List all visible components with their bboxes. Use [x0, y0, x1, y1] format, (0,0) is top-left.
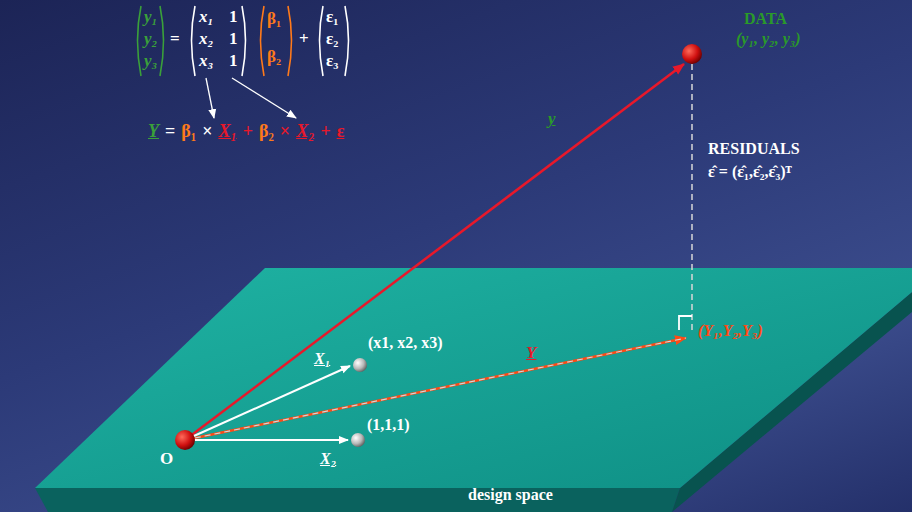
origin-point	[175, 430, 195, 450]
times-sign: ×	[280, 122, 290, 142]
plane-label: design space	[468, 486, 553, 504]
origin-label: O	[160, 450, 173, 469]
coefficient: β₂	[259, 122, 274, 142]
data-title: DATA	[744, 10, 787, 28]
coefficient: β₁	[181, 122, 196, 142]
matrix-entry: x₁	[199, 8, 213, 27]
x2-point	[351, 433, 365, 447]
residuals-formula: ε̂ = (ε̂₁,ε̂₂,ε̂₃)ᵀ	[708, 163, 792, 181]
equals-sign: =	[170, 30, 180, 49]
point-coordinates: (Y₁,Y₂,Y₃)	[698, 322, 763, 340]
residual-line	[691, 64, 693, 334]
matrix-entry: y₂	[144, 30, 157, 49]
matrix-entry: 1	[229, 30, 238, 49]
matrix-brackets	[138, 6, 349, 76]
vector-label: X₂	[320, 450, 336, 468]
x1-point	[353, 358, 367, 372]
point-coordinates: (1,1,1)	[367, 416, 410, 434]
matrix-entry: 1	[229, 52, 238, 71]
matrix-entry: ε₁	[326, 8, 338, 27]
fitted-dash	[185, 338, 686, 440]
x1-vector	[185, 366, 350, 440]
matrix-entry: β₂	[267, 48, 281, 67]
residuals-title: RESIDUALS	[708, 140, 800, 158]
matrix-entry: y₃	[144, 52, 157, 71]
vector-term: ε	[337, 122, 345, 142]
equals-sign: =	[165, 122, 175, 142]
times-sign: ×	[202, 122, 212, 142]
matrix-entry: 1	[229, 8, 238, 27]
matrix-entry: ε₂	[326, 30, 338, 49]
design-plane	[35, 268, 912, 512]
matrix-entry: y₁	[144, 8, 157, 27]
plus-sign: +	[299, 30, 309, 49]
x2-vector	[185, 439, 348, 441]
vector-term: X₁	[218, 122, 236, 142]
plus-sign: +	[320, 122, 330, 142]
right-angle-mark	[679, 316, 692, 330]
plus-sign: +	[243, 122, 253, 142]
vector-label: Y	[526, 344, 536, 363]
column-arrow	[232, 78, 296, 118]
vector-term: Y	[148, 122, 159, 142]
point-coordinates: (x1, x2, x3)	[368, 334, 443, 352]
matrix-entry: x₃	[199, 52, 213, 71]
matrix-entry: β₁	[267, 10, 281, 29]
vector-term: X₂	[296, 122, 314, 142]
fitted-vector	[185, 338, 686, 440]
matrix-entry: x₂	[199, 30, 213, 49]
column-arrow	[206, 78, 214, 118]
vector-label: y	[548, 110, 556, 129]
vector-label: X₁	[314, 350, 330, 368]
data-vector	[185, 64, 684, 440]
matrix-entry: ε₃	[326, 52, 338, 71]
data-coordinates: (y₁, y₂, y₃)	[736, 30, 801, 48]
data-point	[682, 44, 702, 64]
